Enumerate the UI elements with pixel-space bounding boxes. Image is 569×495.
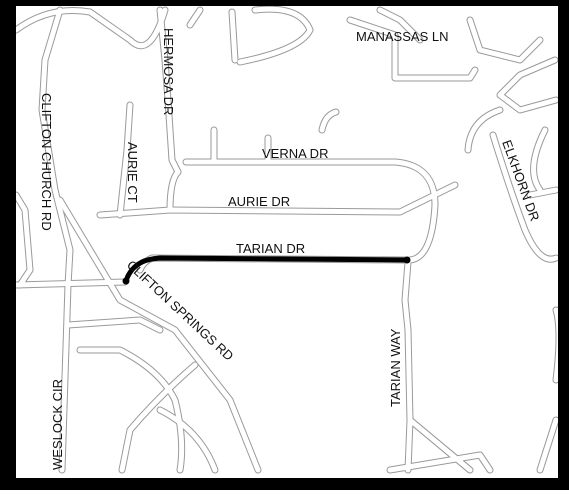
route-end-marker (403, 256, 411, 264)
map-border-left (0, 0, 16, 490)
label-aurie-dr: AURIE DR (228, 194, 290, 209)
map-border-right (558, 0, 569, 490)
route-start-marker (122, 277, 130, 285)
map-border-bottom (0, 478, 569, 490)
road-network-fill (13, 6, 562, 473)
label-aurie-ct: AURIE CT (125, 142, 140, 203)
label-weslock-cir: WESLOCK CIR (50, 379, 65, 470)
label-clifton-church-rd: CLIFTON CHURCH RD (39, 93, 54, 231)
label-manassas-ln: MANASSAS LN (356, 29, 448, 44)
map-border-top (0, 0, 569, 6)
label-verna-dr: VERNA DR (262, 146, 328, 161)
highlighted-route-tarian-dr (123, 255, 410, 284)
label-tarian-way: TARIAN WAY (388, 328, 403, 407)
label-hermosa-dr: HERMOSA DR (161, 28, 176, 115)
label-tarian-dr: TARIAN DR (236, 241, 305, 256)
